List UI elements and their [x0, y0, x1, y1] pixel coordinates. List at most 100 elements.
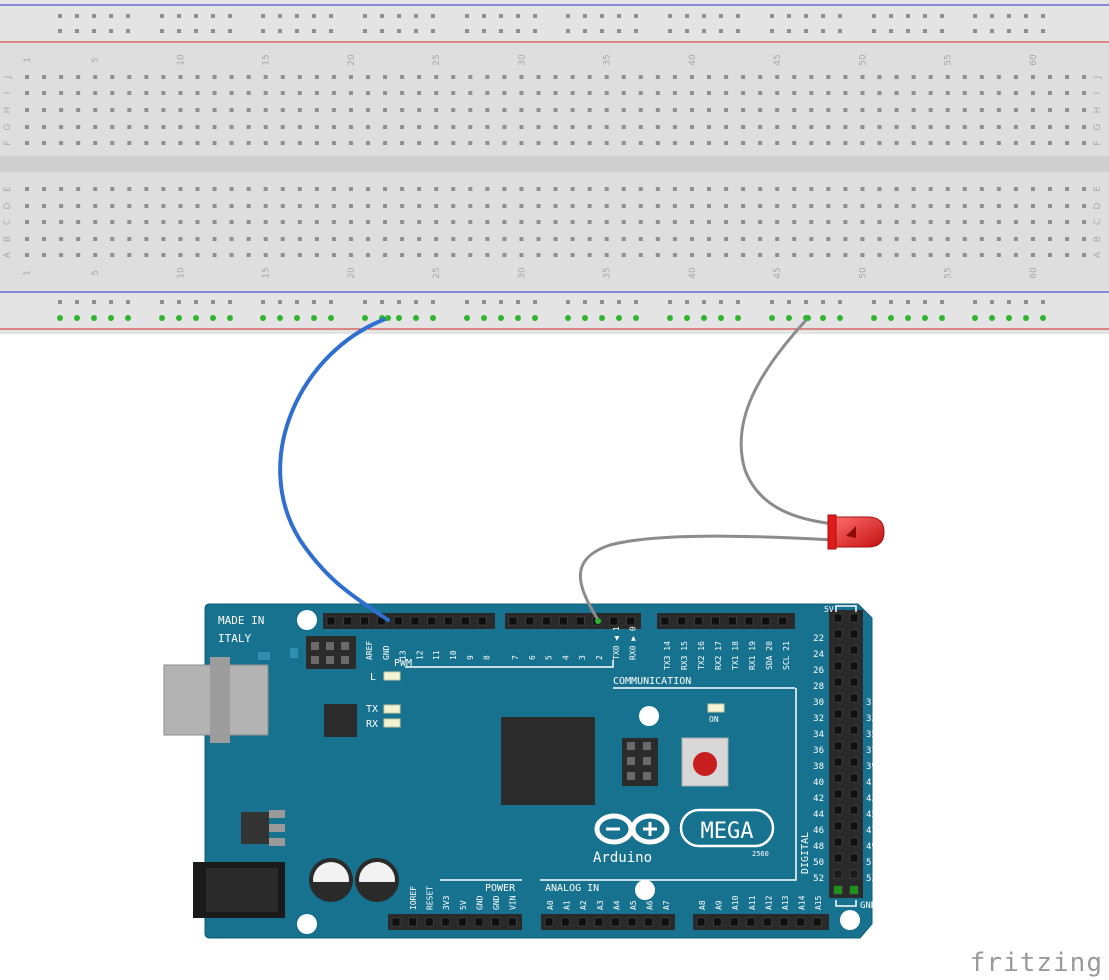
rail-hole	[668, 29, 672, 33]
rail-hole	[126, 14, 130, 18]
breadboard-hole	[587, 237, 592, 241]
column-number: 5	[91, 57, 101, 63]
breadboard-hole	[25, 125, 29, 129]
breadboard-hole	[911, 204, 916, 208]
breadboard-hole	[502, 253, 507, 257]
breadboard-hole	[195, 108, 200, 112]
rail-hole-connected	[193, 315, 199, 321]
wires	[278, 315, 885, 624]
breadboard-hole	[59, 141, 64, 145]
breadboard-hole	[331, 204, 336, 208]
rail-hole	[889, 300, 893, 304]
rail-hole	[634, 300, 638, 304]
breadboard-hole	[860, 75, 865, 79]
header-pin	[594, 917, 604, 927]
header-pin	[849, 725, 859, 735]
breadboard-hole	[59, 204, 64, 208]
breadboard-hole	[366, 125, 370, 129]
analog-pin-label: A3	[596, 900, 605, 910]
header-pin	[833, 661, 843, 671]
breadboard-hole	[928, 108, 933, 112]
breadboard-hole	[826, 125, 831, 129]
breadboard-hole	[894, 187, 899, 191]
breadboard-hole	[59, 187, 64, 191]
row-letter: C	[1093, 219, 1103, 225]
digital-pin-label: 41	[866, 778, 877, 788]
breadboard-hole	[1065, 237, 1070, 241]
rail-hole-connected	[328, 315, 334, 321]
header-pin	[491, 917, 500, 927]
header-pin	[644, 917, 653, 927]
column-number: 1	[23, 57, 33, 63]
rail-hole	[92, 14, 96, 18]
breadboard-hole	[400, 204, 405, 208]
rail-hole-connected	[294, 315, 300, 321]
rail-hole-connected	[786, 315, 792, 321]
breadboard-hole	[809, 237, 814, 241]
header-pin	[544, 917, 554, 927]
rail-hole-connected	[159, 315, 165, 321]
rail-hole	[295, 300, 299, 304]
terminal-holes	[25, 75, 1087, 257]
rail-hole	[583, 14, 587, 18]
breadboard-hole	[570, 141, 575, 145]
breadboard-hole	[144, 108, 149, 112]
header-pin	[849, 677, 859, 687]
breadboard-hole	[229, 204, 234, 208]
breadboard-hole	[348, 220, 353, 224]
breadboard-hole	[741, 204, 746, 208]
header-pin	[410, 616, 420, 626]
breadboard-hole	[689, 187, 694, 191]
rail-hole-connected	[939, 315, 945, 321]
regulator-tab	[269, 838, 285, 846]
breadboard-hole	[434, 125, 439, 129]
breadboard-hole	[519, 75, 524, 79]
breadboard-hole	[996, 253, 1001, 257]
rail-hole-connected	[260, 315, 266, 321]
breadboard-hole	[1082, 220, 1087, 224]
analog-header-2	[693, 914, 829, 930]
breadboard-hole	[928, 204, 933, 208]
led-rim	[827, 514, 837, 550]
breadboard-hole	[519, 237, 524, 241]
rail-hole	[1007, 29, 1011, 33]
rail-hole	[1007, 14, 1011, 18]
breadboard-hole	[979, 220, 984, 224]
row-letter: F	[1093, 140, 1103, 145]
rail-hole	[211, 300, 215, 304]
pin-bracket	[835, 900, 857, 907]
analog-pin-label: A6	[646, 900, 655, 910]
row-letter: I	[3, 92, 13, 95]
breadboard-hole	[1048, 141, 1052, 145]
breadboard-hole	[76, 125, 81, 129]
breadboard-hole	[1013, 187, 1018, 191]
breadboard-hole	[587, 204, 592, 208]
rail-hole-connected	[769, 315, 775, 321]
breadboard-hole	[536, 108, 541, 112]
rail-hole-connected	[989, 315, 995, 321]
rail-hole-connected	[57, 315, 63, 321]
breadboard-hole	[93, 75, 98, 79]
breadboard-hole	[76, 141, 81, 145]
row-letter: A	[1093, 251, 1103, 258]
header-pin	[311, 642, 319, 650]
breadboard-hole	[297, 237, 302, 241]
rail-hole	[940, 14, 944, 18]
rail-hole	[1007, 300, 1011, 304]
rail-hole	[414, 29, 418, 33]
breadboard-hole	[434, 108, 439, 112]
breadboard-hole	[297, 91, 302, 95]
breadboard-hole	[621, 125, 626, 129]
breadboard-hole	[519, 91, 524, 95]
rail-hole-connected	[1023, 315, 1029, 321]
breadboard-hole	[604, 75, 609, 79]
breadboard-hole	[212, 237, 217, 241]
rail-hole	[1041, 300, 1045, 304]
header-pin	[833, 789, 843, 799]
header-pin	[427, 616, 437, 626]
analog-pin-label: A11	[748, 895, 757, 910]
breadboard-hole	[263, 237, 268, 241]
column-number: 30	[517, 267, 527, 279]
breadboard-hole	[775, 75, 780, 79]
digital-pin-label: 50	[813, 858, 824, 868]
